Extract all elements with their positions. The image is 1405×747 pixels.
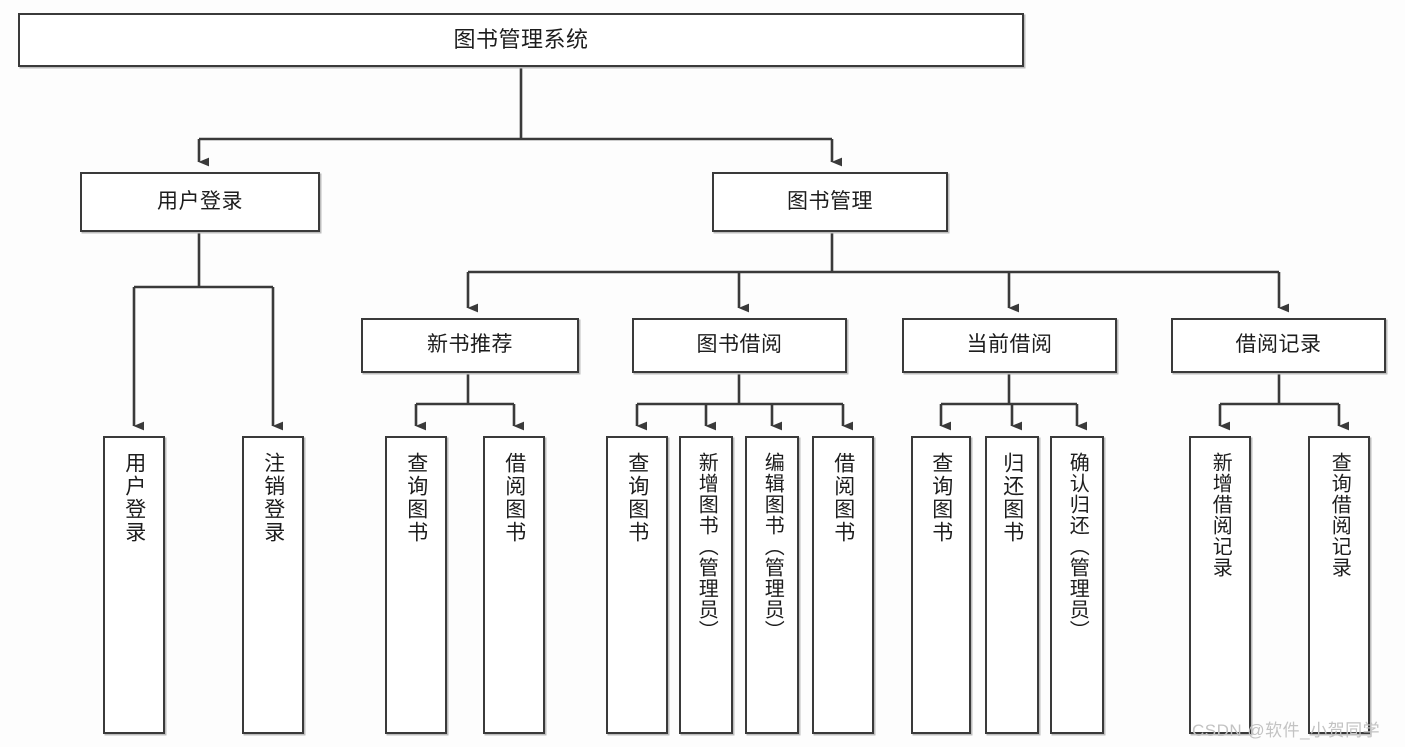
node-root-label: 图书管理系统: [453, 27, 589, 53]
leaf-user-login-label: 用户登录: [122, 452, 146, 544]
leaf-query-book-recommend-label: 查询图书: [404, 452, 428, 544]
leaf-query-book-current[interactable]: 查询图书: [911, 436, 971, 734]
node-level3-current-borrow-label: 当前借阅: [966, 333, 1053, 357]
leaf-query-book-recommend[interactable]: 查询图书: [385, 436, 447, 734]
leaf-borrow-book-recommend-label: 借阅图书: [502, 452, 526, 544]
leaf-edit-book-admin-label: 编辑图书（管理员）: [761, 452, 784, 641]
leaf-confirm-return-admin[interactable]: 确认归还（管理员）: [1050, 436, 1104, 734]
node-level2-user-login-label: 用户登录: [157, 189, 243, 213]
leaf-borrow-book-label: 借阅图书: [831, 452, 855, 544]
leaf-return-book[interactable]: 归还图书: [985, 436, 1039, 734]
leaf-return-book-label: 归还图书: [1000, 452, 1024, 544]
leaf-add-book-admin-label: 新增图书（管理员）: [695, 452, 718, 641]
leaf-query-book-borrow-label: 查询图书: [625, 452, 649, 544]
node-level3-book-borrow-label: 图书借阅: [696, 333, 783, 357]
leaf-logout-login[interactable]: 注销登录: [242, 436, 304, 734]
leaf-logout-login-label: 注销登录: [261, 452, 285, 544]
leaf-edit-book-admin[interactable]: 编辑图书（管理员）: [745, 436, 799, 734]
leaf-add-borrow-record-label: 新增借阅记录: [1209, 452, 1232, 578]
node-level3-borrow-record-label: 借阅记录: [1235, 333, 1322, 357]
node-level3-current-borrow[interactable]: 当前借阅: [902, 318, 1117, 373]
leaf-confirm-return-admin-label: 确认归还（管理员）: [1066, 452, 1089, 641]
node-level2-user-login[interactable]: 用户登录: [80, 172, 320, 232]
leaf-query-book-current-label: 查询图书: [929, 452, 953, 544]
leaf-query-borrow-record-label: 查询借阅记录: [1328, 452, 1351, 578]
node-level3-new-book-recommend[interactable]: 新书推荐: [361, 318, 579, 373]
csdn-watermark: CSDN @软件_小贺同学: [1192, 721, 1381, 740]
node-level3-new-book-recommend-label: 新书推荐: [427, 333, 513, 357]
leaf-query-borrow-record[interactable]: 查询借阅记录: [1308, 436, 1370, 734]
node-level3-borrow-record[interactable]: 借阅记录: [1171, 318, 1386, 373]
leaf-add-borrow-record[interactable]: 新增借阅记录: [1189, 436, 1251, 734]
leaf-add-book-admin[interactable]: 新增图书（管理员）: [679, 436, 733, 734]
node-root[interactable]: 图书管理系统: [18, 13, 1024, 67]
leaf-user-login[interactable]: 用户登录: [103, 436, 165, 734]
node-level3-book-borrow[interactable]: 图书借阅: [632, 318, 847, 373]
node-level2-book-management-label: 图书管理: [787, 189, 873, 213]
node-level2-book-management[interactable]: 图书管理: [712, 172, 948, 232]
leaf-borrow-book[interactable]: 借阅图书: [812, 436, 874, 734]
leaf-borrow-book-recommend[interactable]: 借阅图书: [483, 436, 545, 734]
leaf-query-book-borrow[interactable]: 查询图书: [606, 436, 668, 734]
